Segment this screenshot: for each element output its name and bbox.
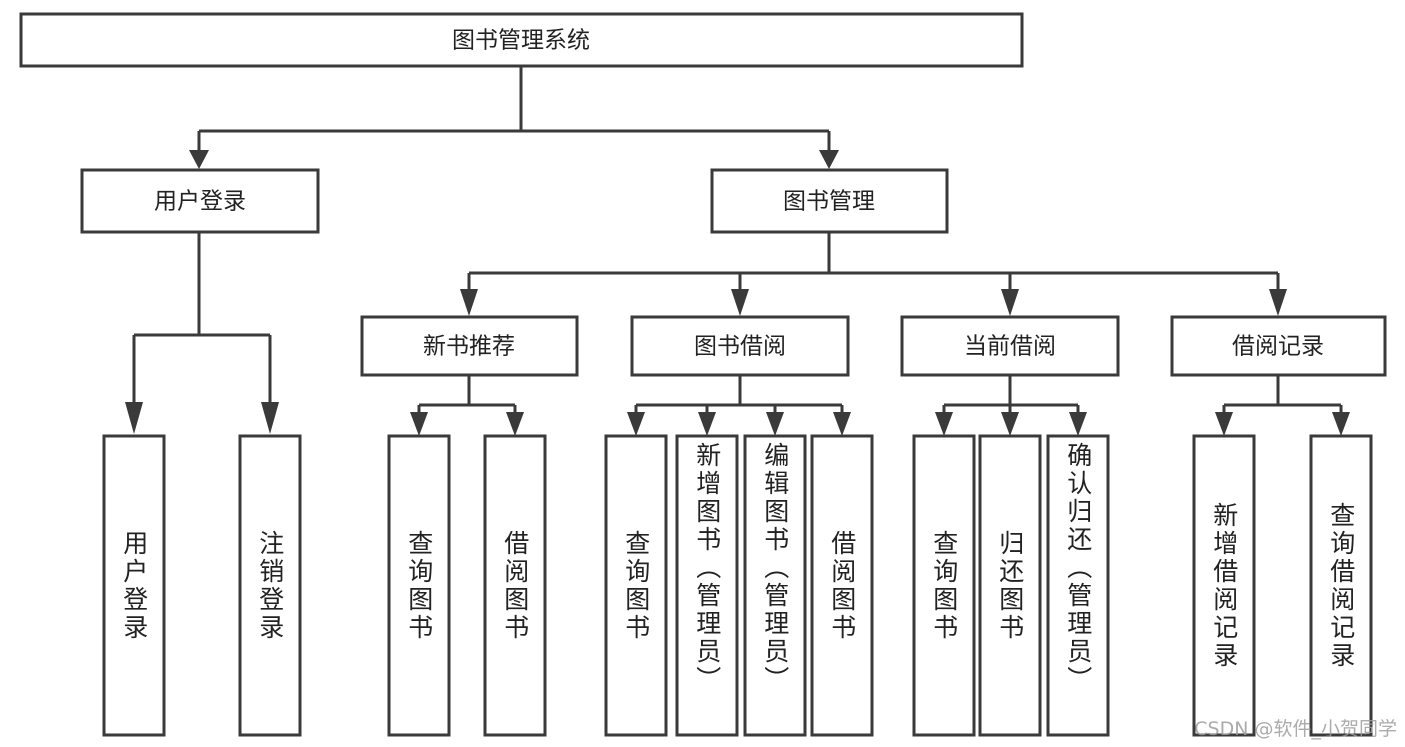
arrow-head-user-login-leaf1	[125, 402, 143, 434]
arrow-head-current-borrow-leaf2	[1001, 412, 1019, 436]
leaf-box-new-book-1[interactable]	[387, 434, 451, 737]
node-root-label: 图书管理系统	[452, 28, 590, 54]
arrow-head-current-borrow-leaf3	[1069, 412, 1087, 436]
leaf-box-book-borrow-4[interactable]	[810, 434, 874, 737]
node-new-book-box[interactable]	[360, 315, 579, 377]
arrow-head-current-borrow-leaf1	[935, 412, 953, 436]
connector-layer	[125, 66, 1350, 436]
leaf-box-borrow-record-1[interactable]	[1192, 434, 1256, 737]
arrow-head-book-borrow-leaf2	[698, 412, 716, 436]
node-book-manage-label: 图书管理	[783, 189, 875, 215]
arrow-head-new-book	[460, 289, 478, 316]
arrow-head-new-book-leaf2	[506, 412, 524, 436]
node-user-login-label: 用户登录	[154, 189, 246, 215]
leaf-box-current-borrow-2[interactable]	[978, 434, 1042, 737]
leaf-box-current-borrow-3[interactable]	[1046, 434, 1110, 737]
arrow-head-user-login-leaf2	[261, 402, 279, 434]
leaf-box-user-login-1[interactable]	[102, 434, 166, 737]
node-book-borrow-label: 图书借阅	[694, 334, 786, 360]
node-root-box[interactable]	[19, 12, 1024, 68]
leaf-box-book-borrow-3[interactable]	[743, 434, 807, 737]
node-book-borrow-box[interactable]	[630, 315, 850, 377]
arrow-head-new-book-leaf1	[410, 412, 428, 436]
leaf-box-borrow-record-2[interactable]	[1309, 434, 1373, 737]
leaf-box-current-borrow-1[interactable]	[912, 434, 976, 737]
arrow-head-user-login	[189, 150, 209, 169]
leaf-box-user-login-2[interactable]	[238, 434, 302, 737]
node-borrow-record-box[interactable]	[1170, 315, 1387, 377]
arrow-head-borrow-record-leaf2	[1332, 412, 1350, 436]
node-book-manage-box[interactable]	[710, 168, 949, 234]
arrow-head-book-borrow-leaf3	[766, 412, 784, 436]
node-user-login-box[interactable]	[80, 168, 320, 234]
leaf-box-new-book-2[interactable]	[483, 434, 547, 737]
watermark-text: CSDN @软件_小贺同学	[1194, 718, 1397, 740]
leaf-box-book-borrow-1[interactable]	[604, 434, 668, 737]
arrow-head-current-borrow	[1001, 289, 1019, 316]
node-layer: 图书管理系统 用户登录 图书管理 新书推荐 图书借阅 当前借阅 借阅记录	[19, 12, 1387, 737]
node-borrow-record-label: 借阅记录	[1232, 334, 1324, 360]
node-current-borrow-label: 当前借阅	[964, 334, 1056, 360]
arrow-head-borrow-record-leaf1	[1215, 412, 1233, 436]
arrow-head-book-borrow	[731, 289, 749, 316]
arrow-head-borrow-record	[1269, 289, 1287, 316]
arrow-head-book-borrow-leaf4	[833, 412, 851, 436]
leaf-box-book-borrow-2[interactable]	[675, 434, 739, 737]
arrow-head-book-manage	[819, 150, 839, 169]
arrow-head-book-borrow-leaf1	[627, 412, 645, 436]
node-new-book-label: 新书推荐	[423, 334, 515, 360]
node-current-borrow-box[interactable]	[900, 315, 1120, 377]
